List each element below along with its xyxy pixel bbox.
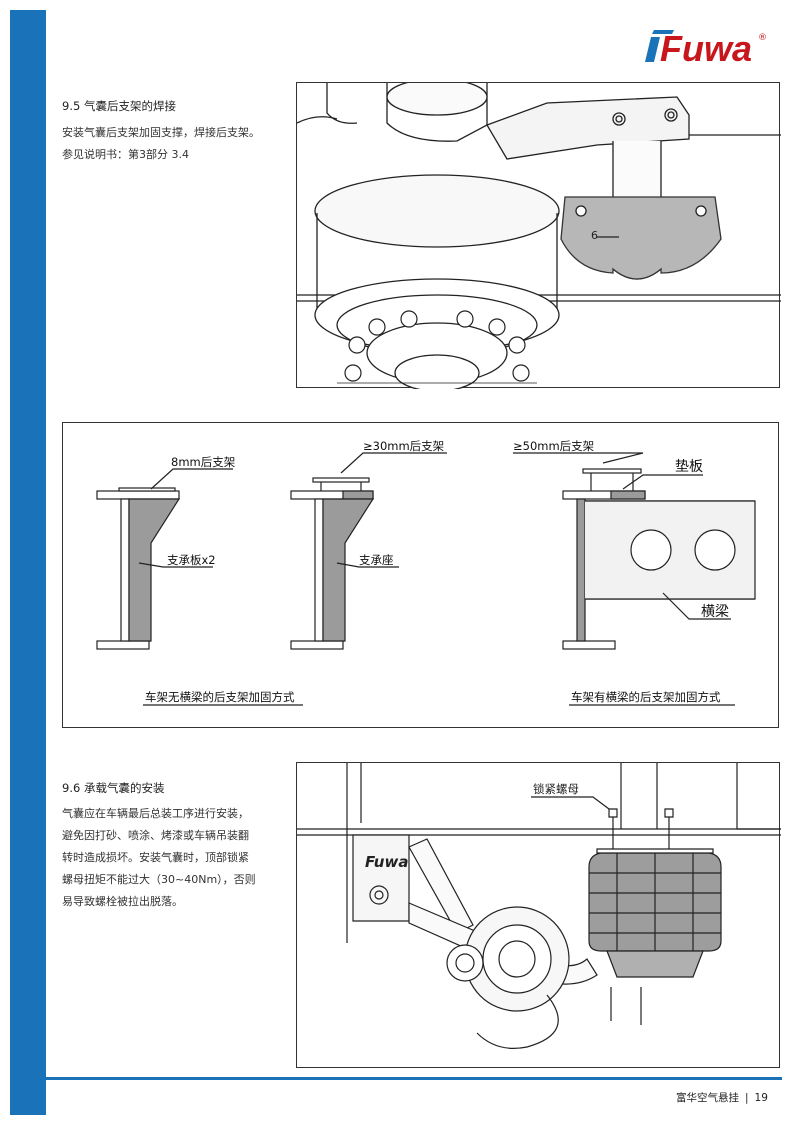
reinforcement-drawing: 8mm后支架 支承板x2 ≥30mm后支架 支承座 ≥50mm后支架 垫板 横梁… bbox=[96, 439, 756, 706]
section-9-6-line: 螺母扭矩不能过大（30~40Nm），否则 bbox=[62, 873, 256, 886]
lock-nut-label: 锁紧螺母 bbox=[533, 782, 579, 796]
page-number: 19 bbox=[754, 1092, 768, 1104]
weld-size-label: 6 bbox=[591, 229, 598, 242]
svg-text:®: ® bbox=[758, 33, 767, 43]
caption-with-crossbeam: 车架有横梁的后支架加固方式 bbox=[571, 690, 721, 704]
fuwa-logo: Fuwa ® bbox=[645, 28, 767, 68]
label-shim: 垫板 bbox=[675, 459, 703, 475]
section-9-5-line: 安装气囊后支架加固支撑，焊接后支架。 bbox=[62, 126, 260, 139]
section-9-6-line: 避免因打砂、喷涂、烤漆或车辆吊装翻 bbox=[62, 829, 249, 842]
page-footer: 富华空气悬挂 | 19 bbox=[676, 1090, 768, 1105]
section-9-5-line: 参见说明书：第3部分 3.4 bbox=[62, 148, 189, 161]
label-8mm-bracket: 8mm后支架 bbox=[171, 455, 235, 469]
section-9-6-line: 气囊应在车辆最后总装工序进行安装， bbox=[62, 807, 249, 820]
bracket-logo-text: Fuwa bbox=[365, 853, 408, 871]
bracket-welding-drawing: 6 bbox=[297, 83, 781, 389]
section-9-5-title: 9.5 气囊后支架的焊接 bbox=[62, 99, 176, 113]
section-9-6-line: 易导致螺栓被拉出脱落。 bbox=[62, 895, 183, 908]
label-support-seat: 支承座 bbox=[359, 553, 394, 567]
label-crossbeam: 横梁 bbox=[701, 604, 729, 620]
svg-text:Fuwa: Fuwa bbox=[660, 28, 752, 68]
label-30mm-bracket: ≥30mm后支架 bbox=[363, 439, 444, 453]
footer-rule bbox=[46, 1077, 782, 1080]
label-50mm-bracket: ≥50mm后支架 bbox=[513, 439, 594, 453]
air-spring-install-figure: 锁紧螺母 Fuwa bbox=[296, 762, 781, 1068]
label-support-plate: 支承板x2 bbox=[167, 553, 216, 567]
air-spring-drawing: 锁紧螺母 Fuwa bbox=[297, 763, 781, 1049]
section-9-6-title: 9.6 承载气囊的安装 bbox=[62, 781, 165, 795]
caption-no-crossbeam: 车架无横梁的后支架加固方式 bbox=[145, 690, 295, 704]
section-9-6-body: 气囊应在车辆最后总装工序进行安装， 避免因打砂、喷涂、烤漆或车辆吊装翻 转时造成… bbox=[62, 803, 256, 913]
bracket-welding-figure: 6 bbox=[296, 82, 781, 389]
section-9-6-line: 转时造成损坏。安装气囊时，顶部锁紧 bbox=[62, 851, 249, 864]
bracket-reinforcement-diagram: 8mm后支架 支承板x2 ≥30mm后支架 支承座 ≥50mm后支架 垫板 横梁… bbox=[62, 422, 779, 728]
footer-separator: | bbox=[745, 1092, 749, 1104]
side-accent-bar bbox=[10, 10, 46, 1115]
section-9-5-body: 安装气囊后支架加固支撑，焊接后支架。 参见说明书：第3部分 3.4 bbox=[62, 122, 260, 166]
footer-title: 富华空气悬挂 bbox=[676, 1092, 739, 1104]
